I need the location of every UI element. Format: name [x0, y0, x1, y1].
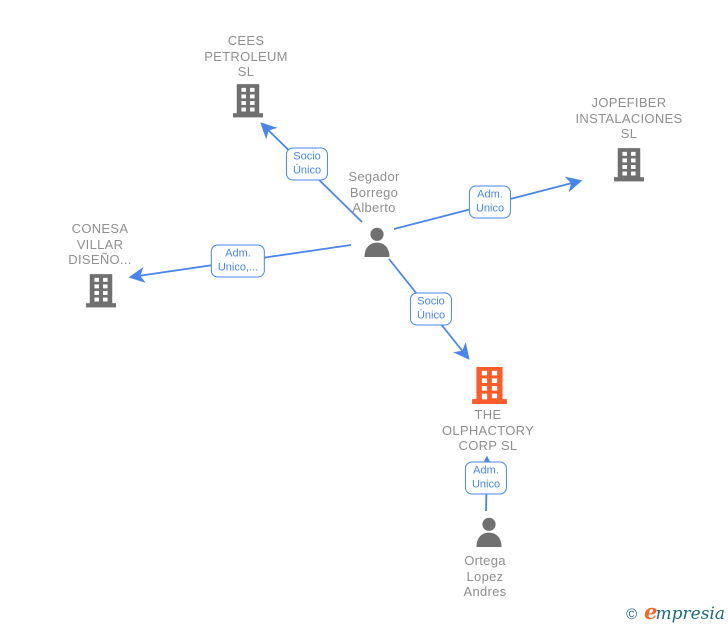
company-label-line: INSTALACIONES — [575, 110, 683, 126]
company-label-conesa[interactable]: CONESA VILLAR DISEÑO... — [68, 221, 131, 268]
building-icon — [614, 148, 644, 182]
edge-label-adm-unico-jopefiber[interactable]: Adm. Unico — [468, 185, 512, 219]
edge-label-socio-unico-cees[interactable]: Socio Único — [285, 147, 329, 181]
building-icon-highlighted — [472, 367, 507, 404]
person-icon — [364, 227, 390, 257]
logo-rest: mpresia — [655, 604, 726, 624]
company-label-line: PETROLEUM — [204, 48, 288, 64]
edge-label-line: Adm. — [477, 188, 503, 201]
company-label-line: JOPEFIBER — [591, 95, 667, 110]
company-label-line: DISEÑO... — [68, 252, 132, 267]
company-label-line: OLPHACTORY — [441, 422, 535, 438]
company-label-cees[interactable]: CEES PETROLEUM SL — [204, 33, 288, 80]
edge-label-line: Socio — [293, 150, 321, 163]
person-label-segador[interactable]: Segador Borrego Alberto — [348, 169, 399, 216]
company-label-line: SL — [620, 126, 638, 141]
edge-label-adm-unico-olphactory[interactable]: Adm. Unico — [464, 461, 508, 495]
person-node-ortega[interactable] — [475, 517, 503, 547]
person-label-line: Borrego — [349, 184, 399, 200]
empresia-watermark[interactable]: © empresia — [626, 599, 725, 624]
building-icon — [233, 84, 263, 118]
edge-label-line: Único — [292, 164, 322, 176]
logo-letter-e: e — [644, 599, 658, 624]
person-label-line: Lopez — [466, 568, 504, 584]
company-label-line: CORP SL — [458, 438, 518, 453]
person-icon — [476, 517, 502, 547]
edge-label-adm-unico-conesa[interactable]: Adm. Unico,... — [210, 244, 266, 278]
edge-label-line: Unico — [475, 202, 505, 214]
edge-label-line: Unico,... — [217, 261, 259, 273]
person-label-line: Andres — [463, 584, 507, 599]
edge-label-line: Adm. — [473, 464, 499, 477]
edge-label-line: Unico — [471, 478, 501, 490]
company-node-conesa[interactable] — [86, 274, 116, 308]
person-node-segador[interactable] — [363, 227, 391, 257]
company-label-olphactory[interactable]: THE OLPHACTORY CORP SL — [442, 407, 534, 454]
company-label-jopefiber[interactable]: JOPEFIBER INSTALACIONES SL — [576, 95, 683, 142]
person-label-line: Ortega — [464, 553, 506, 568]
company-node-cees[interactable] — [233, 84, 263, 118]
company-node-jopefiber[interactable] — [614, 148, 644, 182]
company-label-line: CONESA — [71, 221, 129, 236]
person-label-line: Alberto — [352, 200, 396, 215]
company-label-line: VILLAR — [76, 236, 124, 252]
edge-label-line: Adm. — [225, 247, 251, 260]
company-label-line: SL — [237, 64, 255, 79]
edge-label-line: Socio — [417, 295, 445, 308]
company-label-line: CEES — [227, 33, 265, 48]
edge-label-socio-unico-olphactory[interactable]: Socio Único — [409, 292, 453, 326]
company-label-line: THE — [474, 407, 502, 422]
person-label-line: Segador — [348, 169, 400, 184]
person-label-ortega[interactable]: Ortega Lopez Andres — [464, 553, 507, 600]
copyright-icon: © — [626, 606, 638, 623]
empresia-logo-text: empresia — [644, 599, 725, 624]
company-node-olphactory[interactable] — [472, 367, 507, 404]
edge-label-line: Único — [416, 309, 446, 321]
building-icon — [86, 274, 116, 308]
